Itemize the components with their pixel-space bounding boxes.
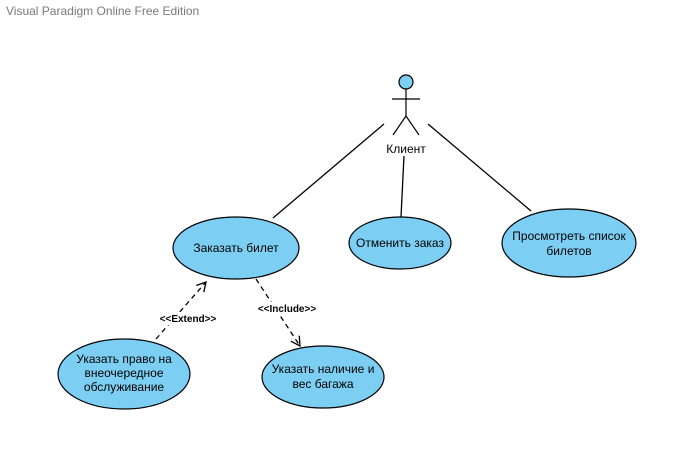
actor-right-leg (405, 115, 420, 136)
usecase-priority-service[interactable]: Указать право на внеочередное обслуживан… (57, 338, 191, 410)
extend-label: <<Extend>> (160, 314, 217, 325)
association-cancel[interactable] (400, 155, 405, 218)
usecase-baggage-label-line1: Указать наличие и (272, 362, 375, 376)
extend-label-bg (157, 312, 219, 325)
usecase-view-label-line1: Просмотреть список (512, 229, 626, 243)
actor-head (398, 74, 414, 90)
usecase-priority-label-line1: Указать право на (76, 352, 172, 366)
usecase-baggage-shape (261, 345, 385, 409)
usecase-priority-shape (57, 338, 191, 410)
actor-client[interactable]: Клиент (386, 74, 426, 156)
include-label-bg (256, 302, 318, 315)
association-order[interactable] (272, 123, 385, 219)
extend-arrow[interactable] (155, 280, 207, 340)
include-label: <<Include>> (258, 304, 317, 315)
usecase-view-shape (501, 208, 637, 278)
usecase-order-shape (172, 216, 300, 280)
usecase-view-tickets[interactable]: Просмотреть список билетов (501, 208, 637, 278)
usecase-priority-label-line3: обслуживание (84, 380, 165, 394)
usecase-order-ticket[interactable]: Заказать билет (172, 216, 300, 280)
usecase-view-label-line2: билетов (546, 244, 591, 258)
association-view[interactable] (427, 123, 532, 212)
usecase-order-label: Заказать билет (193, 241, 279, 255)
usecase-priority-label-line2: внеочередное (84, 366, 163, 380)
usecase-baggage-label-line2: вес багажа (292, 377, 353, 391)
actor-left-leg (392, 115, 407, 136)
usecase-baggage[interactable]: Указать наличие и вес багажа (261, 345, 385, 409)
watermark-text: Visual Paradigm Online Free Edition (6, 4, 200, 18)
actor-label: Клиент (386, 142, 426, 156)
usecase-cancel-order[interactable]: Отменить заказ (348, 216, 452, 270)
usecase-cancel-shape (348, 216, 452, 270)
usecase-cancel-label: Отменить заказ (356, 236, 444, 250)
